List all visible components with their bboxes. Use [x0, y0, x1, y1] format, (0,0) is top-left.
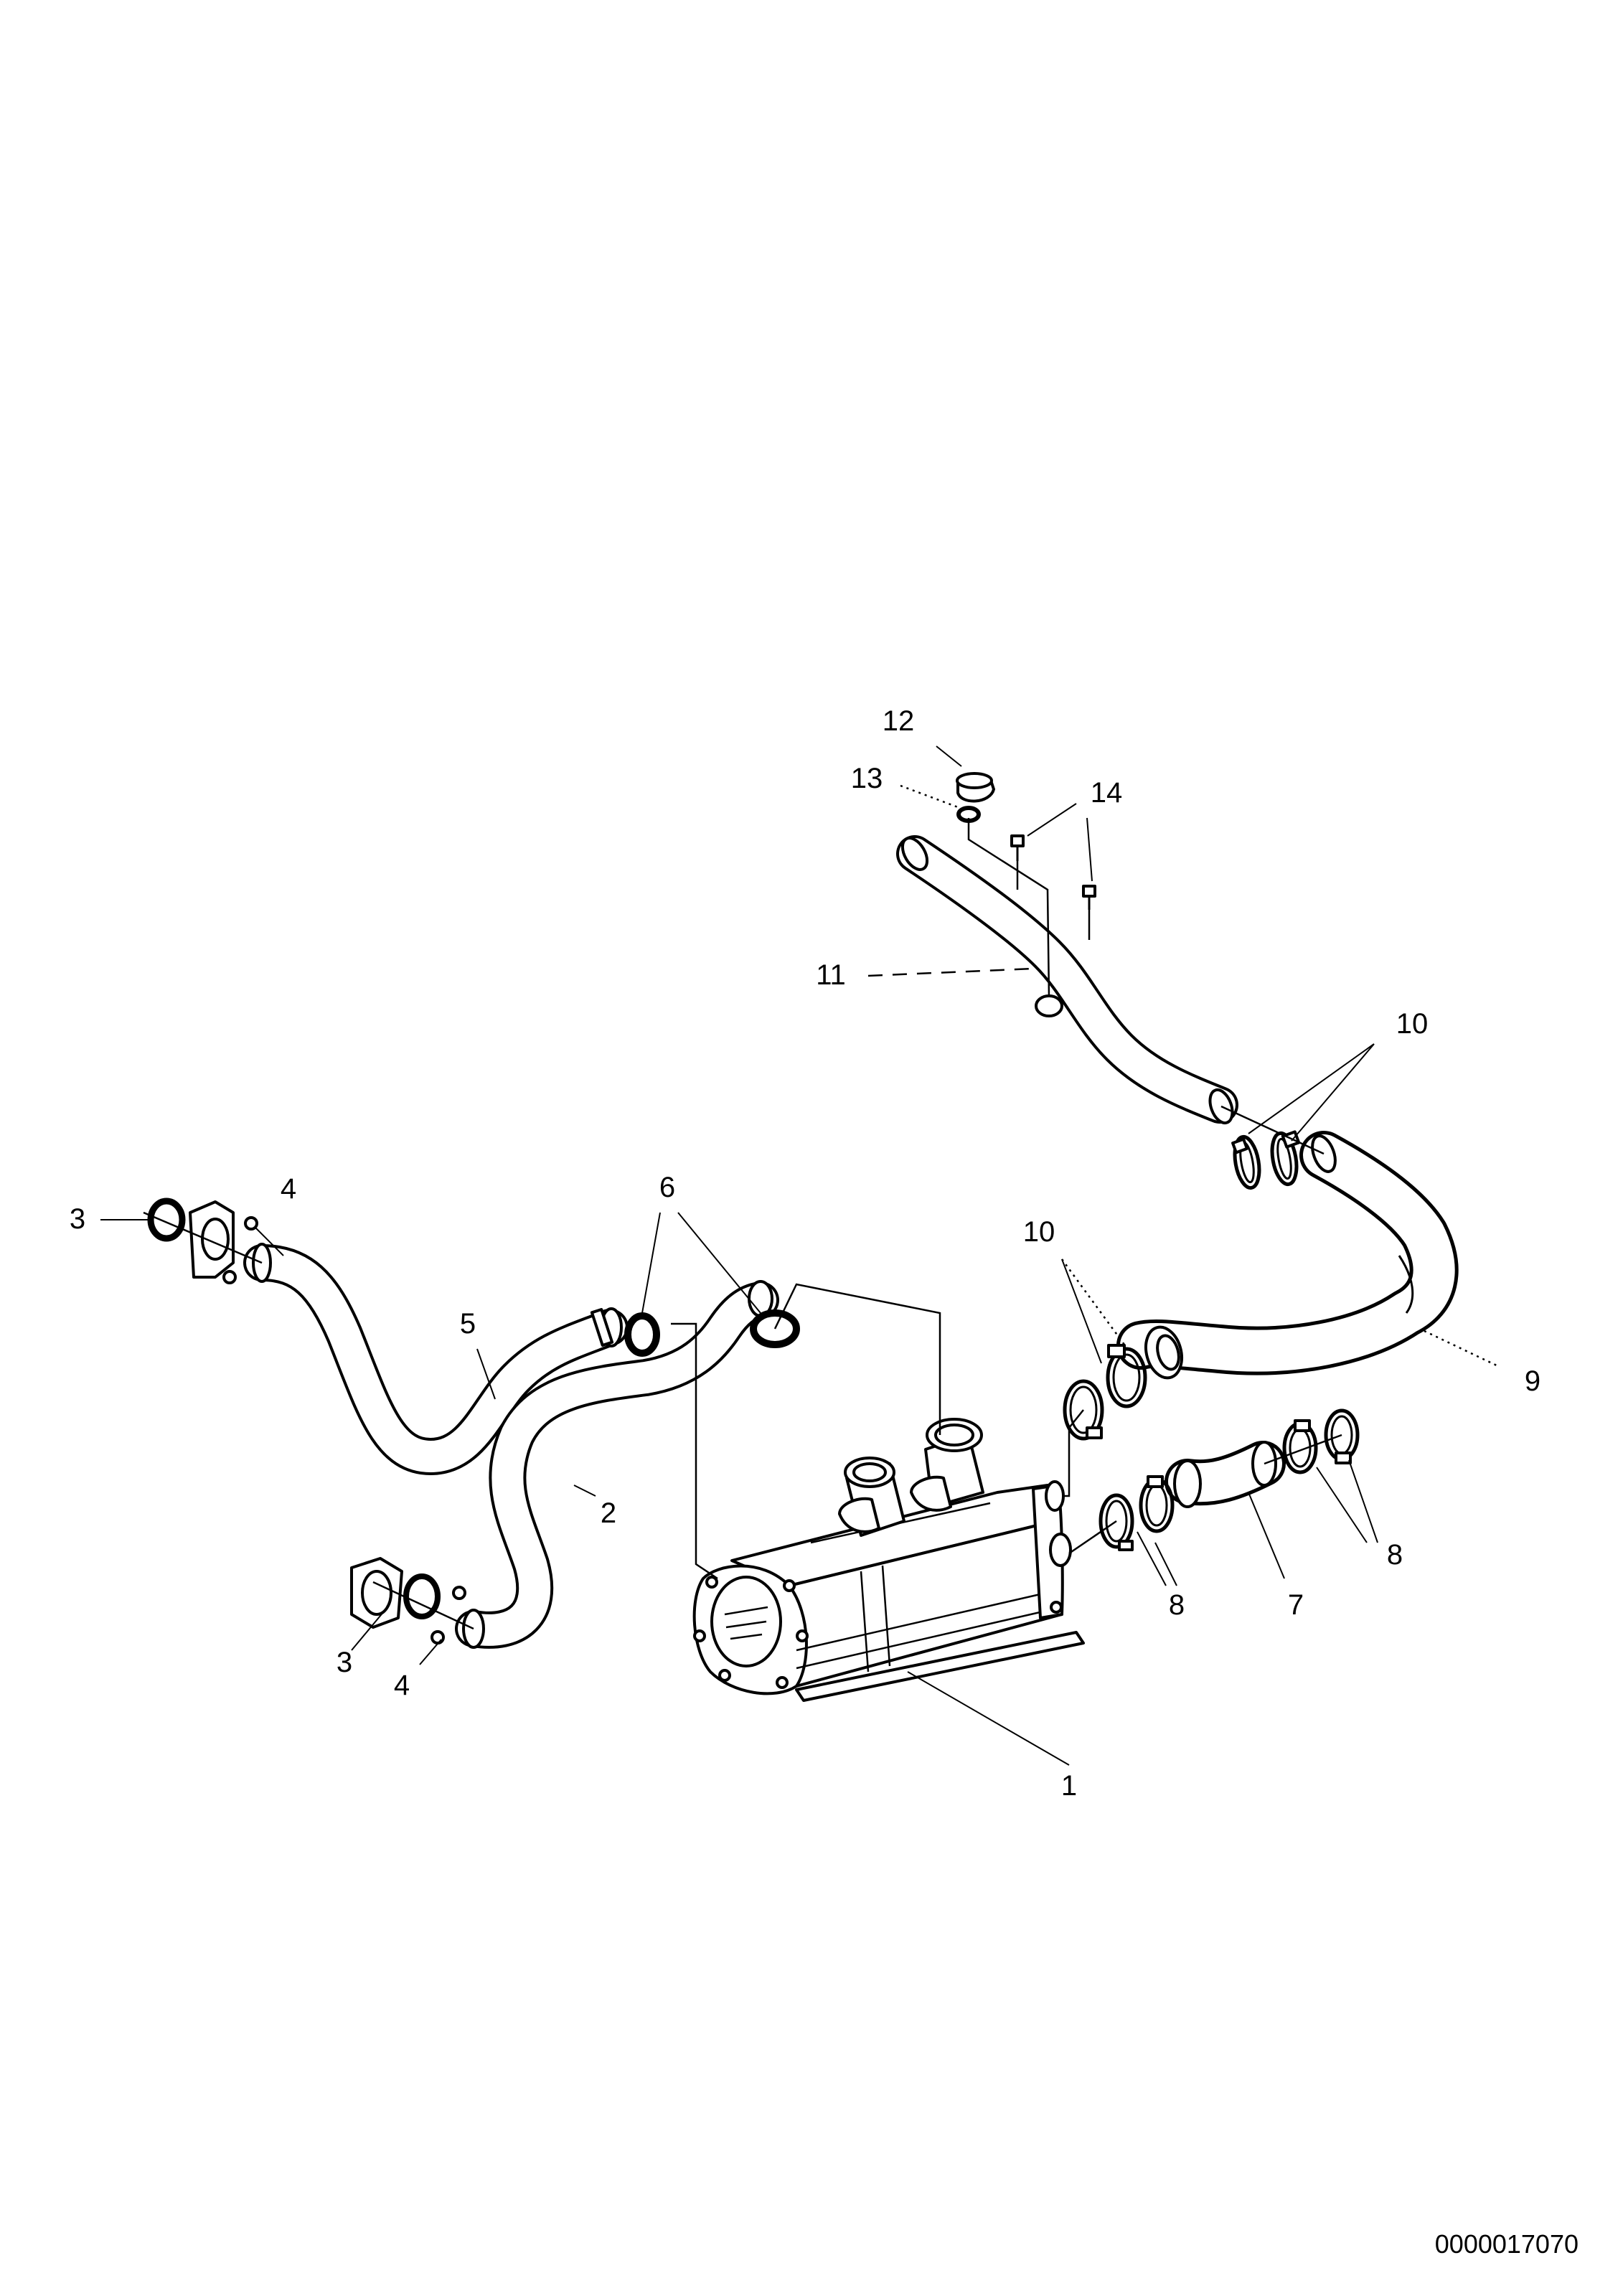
clamp-10-lower-b [1106, 1344, 1147, 1408]
bolt-14-b [1082, 885, 1096, 910]
clamp-8-right-a [1282, 1419, 1318, 1474]
callout-5: 5 [460, 1308, 476, 1340]
callout-3-upper: 3 [70, 1203, 85, 1235]
callout-12: 12 [883, 705, 915, 737]
clamp-8-left-b [1139, 1475, 1175, 1533]
pipe-2 [455, 1280, 779, 1649]
callout-10-upper: 10 [1396, 1008, 1429, 1040]
clamp-8-right-b [1324, 1408, 1360, 1464]
callout-9: 9 [1525, 1365, 1540, 1397]
hose-7 [1165, 1441, 1286, 1508]
clamp-8-left-a [1099, 1493, 1134, 1551]
callout-4-lower: 4 [394, 1670, 410, 1701]
callout-10-lower: 10 [1023, 1216, 1055, 1248]
callout-11: 11 [816, 959, 846, 991]
document-number: 0000017070 [1435, 2229, 1579, 2259]
cap-12 [956, 772, 995, 803]
flange-lower-left [350, 1557, 466, 1645]
seal-6-right [750, 1309, 800, 1348]
clamp-10-upper-a [1231, 1134, 1261, 1190]
callout-8-left: 8 [1169, 1589, 1185, 1621]
callout-1: 1 [1061, 1770, 1077, 1802]
flange-upper-left [189, 1200, 258, 1284]
callout-7: 7 [1288, 1589, 1304, 1621]
clamp-10-lower-a [1063, 1379, 1104, 1441]
assembly-lines [143, 818, 1342, 1630]
callout-2: 2 [601, 1497, 616, 1529]
callout-14: 14 [1091, 777, 1123, 809]
leader-lines [100, 745, 1500, 1766]
callout-4-upper: 4 [281, 1173, 296, 1205]
pipe-11 [896, 835, 1238, 1125]
callout-labels: 1 2 3 3 4 4 5 6 7 8 8 9 10 10 11 12 13 1… [70, 705, 1540, 1802]
bolt-14-a [1010, 834, 1025, 861]
clamp-10-upper-b [1270, 1130, 1301, 1187]
callout-3-lower: 3 [337, 1647, 352, 1678]
callout-6: 6 [659, 1172, 675, 1203]
pipe-5 [243, 1243, 629, 1475]
callout-8-right: 8 [1387, 1539, 1403, 1571]
callout-13: 13 [851, 763, 883, 794]
seal-6-left [624, 1312, 660, 1357]
heater-unit-1 [692, 1418, 1085, 1702]
seal-3-upper [147, 1198, 186, 1242]
hose-9 [1116, 1131, 1459, 1380]
